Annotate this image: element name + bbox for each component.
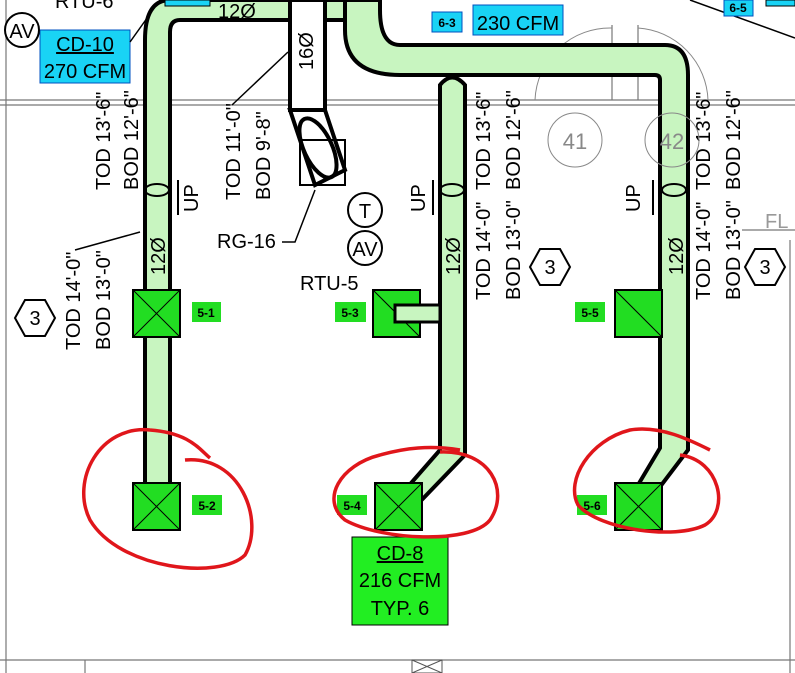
- tag-5-4: 5-4: [343, 499, 361, 513]
- svg-text:TOD 11'-0": TOD 11'-0": [223, 103, 245, 200]
- svg-text:6-3: 6-3: [438, 16, 456, 30]
- svg-text:TOD 13'-6": TOD 13'-6": [93, 92, 115, 190]
- svg-text:UP: UP: [408, 184, 430, 212]
- svg-text:BOD 12'-6": BOD 12'-6": [723, 90, 745, 190]
- thermostat-symbol: T: [347, 192, 383, 228]
- svg-text:TOD 13'-6": TOD 13'-6": [473, 92, 495, 190]
- svg-text:FL: FL: [765, 211, 788, 233]
- svg-text:TOD 14'-0": TOD 14'-0": [473, 202, 495, 300]
- svg-text:UP: UP: [181, 184, 203, 212]
- svg-text:216 CFM: 216 CFM: [359, 570, 441, 592]
- svg-text:6-5: 6-5: [729, 1, 747, 15]
- up-arrows: UP UP UP: [177, 180, 654, 215]
- svg-text:UP: UP: [623, 184, 645, 212]
- cd10-tag: CD-10 270 CFM: [39, 0, 161, 84]
- supply-ducts: [143, 0, 690, 513]
- duct-size-mid: 12Ø: [443, 237, 465, 275]
- svg-text:T: T: [359, 201, 371, 223]
- return-duct: [288, 0, 327, 112]
- duct-left: [143, 0, 347, 492]
- svg-text:41: 41: [563, 129, 587, 154]
- rg16-label: RG-16: [217, 231, 276, 253]
- tag-5-5: 5-5: [581, 306, 599, 320]
- svg-text:230 CFM: 230 CFM: [477, 13, 559, 35]
- svg-text:AV: AV: [352, 239, 378, 261]
- redline-markups: [82, 427, 721, 570]
- svg-text:CD-8: CD-8: [377, 543, 424, 565]
- svg-text:3: 3: [759, 257, 770, 279]
- tag-5-6: 5-6: [583, 499, 601, 513]
- diffusers: [132, 289, 663, 531]
- svg-text:3: 3: [544, 257, 555, 279]
- svg-text:TOD 14'-0": TOD 14'-0": [63, 252, 85, 350]
- tag-5-1: 5-1: [197, 306, 215, 320]
- rtu6-label: RTU-6: [55, 0, 114, 13]
- duct-size-right: 12Ø: [666, 237, 688, 275]
- svg-text:BOD 13'-0": BOD 13'-0": [503, 200, 525, 300]
- rtu5-label: RTU-5: [300, 273, 359, 295]
- svg-text:BOD 12'-6": BOD 12'-6": [121, 90, 143, 190]
- svg-text:3: 3: [29, 308, 40, 330]
- svg-text:BOD 9'-8": BOD 9'-8": [253, 111, 275, 200]
- svg-text:BOD 13'-0": BOD 13'-0": [723, 200, 745, 300]
- tag-5-2: 5-2: [198, 499, 216, 513]
- duct-size-top: 12Ø: [218, 1, 256, 23]
- keynote-hexagons: 3 3 3: [13, 248, 787, 337]
- tag-5-3: 5-3: [341, 306, 359, 320]
- svg-text:TOD 14'-0": TOD 14'-0": [693, 202, 715, 300]
- svg-text:TOD 13'-6": TOD 13'-6": [693, 92, 715, 190]
- diffuser-tags: 5-1 5-2 5-3 5-4 5-5 5-6: [192, 302, 607, 515]
- duct-size-left: 12Ø: [148, 237, 170, 275]
- av-symbol: AV AV: [4, 12, 383, 266]
- svg-text:270 CFM: 270 CFM: [44, 61, 126, 83]
- cd8-tag: CD-8 216 CFM TYP. 6: [351, 536, 449, 626]
- room-tags: 41 42 FL: [547, 112, 788, 233]
- elevation-notes: TOD 13'-6" BOD 12'-6" TOD 14'-0" BOD 13'…: [63, 90, 745, 350]
- svg-text:BOD 12'-6": BOD 12'-6": [503, 90, 525, 190]
- cd6-tags: 6-3 230 CFM 6-5: [164, 0, 795, 36]
- svg-text:TYP. 6: TYP. 6: [371, 598, 430, 620]
- svg-text:BOD 13'-0": BOD 13'-0": [93, 250, 115, 350]
- svg-text:CD-10: CD-10: [56, 34, 114, 56]
- duct-size-return: 16Ø: [296, 32, 318, 70]
- svg-text:AV: AV: [9, 21, 35, 43]
- svg-text:42: 42: [660, 129, 684, 154]
